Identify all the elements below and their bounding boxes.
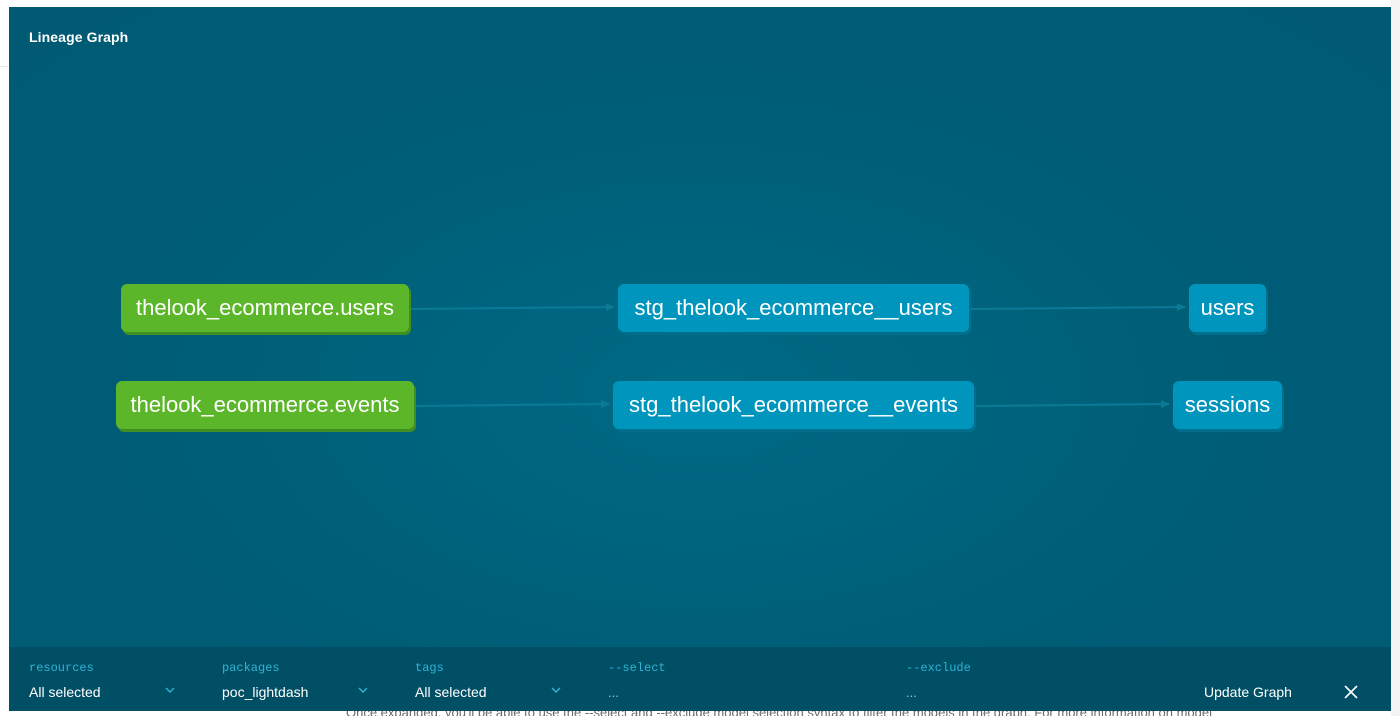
packages-filter-value[interactable]: poc_lightdash xyxy=(222,684,309,700)
resources-filter-value[interactable]: All selected xyxy=(29,684,101,700)
tags-filter[interactable]: tags All selected xyxy=(395,647,585,711)
edge-source_events-to-stg_events xyxy=(415,400,610,409)
lineage-graph-canvas[interactable]: thelook_ecommerce.users thelook_ecommerc… xyxy=(9,7,1391,647)
close-icon[interactable] xyxy=(1343,684,1359,700)
edge-stg_events-to-sessions xyxy=(975,400,1170,409)
chevron-down-icon[interactable] xyxy=(551,685,561,695)
edge-stg_users-to-users xyxy=(970,303,1186,312)
chevron-down-icon[interactable] xyxy=(358,685,368,695)
select-filter-label: --select xyxy=(608,661,666,675)
lineage-graph-modal: Lineage Graph thelook_ecommerce.users th… xyxy=(9,7,1391,711)
node-stg-thelook-ecommerce-events[interactable]: stg_thelook_ecommerce__events xyxy=(613,381,974,429)
resources-filter-label: resources xyxy=(29,661,94,675)
select-input[interactable]: ... xyxy=(608,685,619,700)
background-scrollbar-strip xyxy=(1391,0,1400,716)
graph-edges xyxy=(410,303,1186,409)
node-thelook-ecommerce-users[interactable]: thelook_ecommerce.users xyxy=(121,284,409,332)
packages-filter[interactable]: packages poc_lightdash xyxy=(202,647,392,711)
node-thelook-ecommerce-events[interactable]: thelook_ecommerce.events xyxy=(116,381,414,429)
edge-source_users-to-stg_users xyxy=(410,303,615,312)
node-sessions[interactable]: sessions xyxy=(1173,381,1282,429)
resources-filter[interactable]: resources All selected xyxy=(9,647,199,711)
exclude-input[interactable]: ... xyxy=(906,685,917,700)
graph-controls-bar: resources All selected packages poc_ligh… xyxy=(9,647,1391,711)
node-users[interactable]: users xyxy=(1189,284,1266,332)
tags-filter-label: tags xyxy=(415,661,444,675)
packages-filter-label: packages xyxy=(222,661,280,675)
tags-filter-value[interactable]: All selected xyxy=(415,684,487,700)
node-stg-thelook-ecommerce-users[interactable]: stg_thelook_ecommerce__users xyxy=(618,284,969,332)
select-filter[interactable]: --select ... xyxy=(588,647,878,711)
update-graph-button[interactable]: Update Graph xyxy=(1204,684,1292,700)
exclude-filter[interactable]: --exclude ... xyxy=(886,647,1176,711)
chevron-down-icon[interactable] xyxy=(165,685,175,695)
exclude-filter-label: --exclude xyxy=(906,661,971,675)
modal-title: Lineage Graph xyxy=(29,29,129,45)
